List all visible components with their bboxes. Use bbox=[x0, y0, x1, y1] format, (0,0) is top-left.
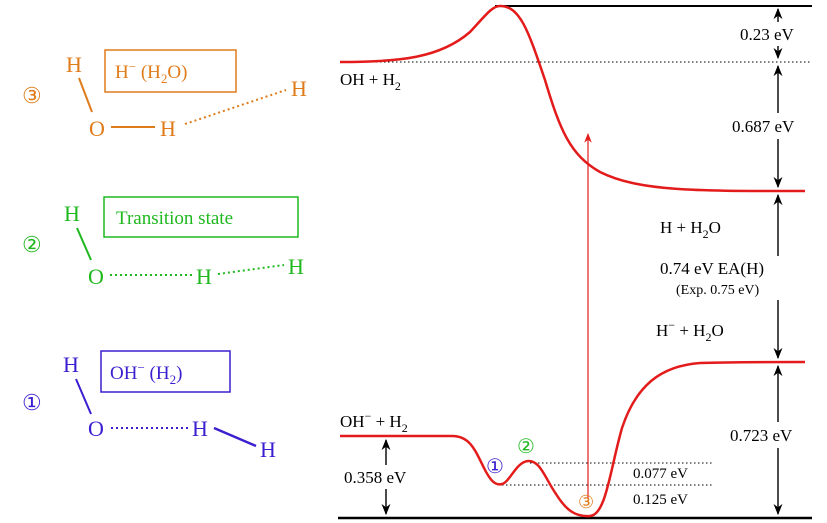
structure-2-marker: ② bbox=[22, 232, 42, 257]
label-oh-h2: OH + H2 bbox=[340, 70, 401, 93]
structure-3-atom-h-mid: H bbox=[160, 116, 176, 141]
structure-1-atom-h-top: H bbox=[63, 352, 79, 377]
value-ea-h: 0.74 eV EA(H) bbox=[660, 259, 764, 278]
label-bg-oh-to-h bbox=[728, 113, 818, 139]
structure-3-label: H− (H2O) bbox=[115, 59, 187, 86]
value-left-bottom: 0.358 eV bbox=[344, 468, 407, 487]
structure-3-atom-h-top: H bbox=[66, 52, 82, 77]
structure-2-atom-o: O bbox=[88, 264, 104, 289]
structure-1-atom-h-mid: H bbox=[192, 416, 208, 441]
label-bg-left-bottom bbox=[340, 465, 416, 489]
label-h-h2o: H + H2O bbox=[660, 218, 721, 241]
neutral-potential-curve bbox=[339, 4, 806, 193]
structure-1-label: OH− (H2) bbox=[110, 360, 182, 387]
structure-3-atom-h-far: H bbox=[291, 76, 307, 101]
structure-1-atom-h-far: H bbox=[260, 437, 276, 462]
label-bg-right-bottom bbox=[726, 422, 818, 448]
value-top-barrier: 0.23 eV bbox=[740, 25, 795, 44]
structure-3-hbond bbox=[184, 89, 287, 125]
structure-2-transition-state: ② H O H H Transition state bbox=[22, 196, 304, 289]
structure-3-label-box bbox=[104, 49, 237, 93]
label-h-minus-h2o: H− + H2O bbox=[656, 318, 724, 344]
energy-profile: OH + H2 H + H2O H− + H2O OH− + H2 0.23 e… bbox=[338, 4, 820, 520]
value-oh-to-h: 0.687 eV bbox=[732, 117, 795, 136]
structure-2-label: Transition state bbox=[116, 208, 233, 229]
structure-3-atom-o: O bbox=[89, 116, 105, 141]
curve-marker-1: ① bbox=[486, 456, 504, 478]
structure-2-atom-h-top: H bbox=[64, 201, 80, 226]
value-right-bottom: 0.723 eV bbox=[730, 426, 793, 445]
structure-2-atom-h-far: H bbox=[288, 254, 304, 279]
label-bg-ea bbox=[640, 256, 820, 300]
structure-1-oh-minus-h2: ① H O H H OH− (H2) bbox=[22, 350, 276, 462]
structure-2-atom-h-mid: H bbox=[196, 264, 212, 289]
structure-1-bond-ho bbox=[75, 378, 92, 415]
anion-potential-curve bbox=[340, 360, 806, 518]
curve-marker-3: ③ bbox=[578, 492, 594, 512]
label-bg-top-barrier bbox=[735, 22, 805, 46]
structure-3-marker: ③ bbox=[22, 83, 42, 108]
structure-2-hbond-hh bbox=[217, 264, 285, 275]
structure-1-marker: ① bbox=[22, 390, 42, 415]
curve-marker-2: ② bbox=[517, 436, 535, 458]
structure-3-h-minus-h2o: ③ H O H H H− (H2O) bbox=[22, 49, 307, 141]
value-well-small: 0.077 eV bbox=[633, 466, 688, 482]
structure-3-bond-ho bbox=[78, 77, 93, 113]
value-ea-exp: (Exp. 0.75 eV) bbox=[676, 283, 760, 298]
value-well-deep: 0.125 eV bbox=[633, 492, 688, 508]
structure-1-label-box bbox=[100, 350, 231, 393]
structure-2-label-box bbox=[103, 196, 299, 238]
label-oh-minus-h2: OH− + H2 bbox=[340, 409, 408, 435]
structure-1-atom-o: O bbox=[88, 416, 104, 441]
structure-2-bond-ho bbox=[76, 227, 92, 261]
structure-1-bond-hh bbox=[213, 426, 257, 448]
